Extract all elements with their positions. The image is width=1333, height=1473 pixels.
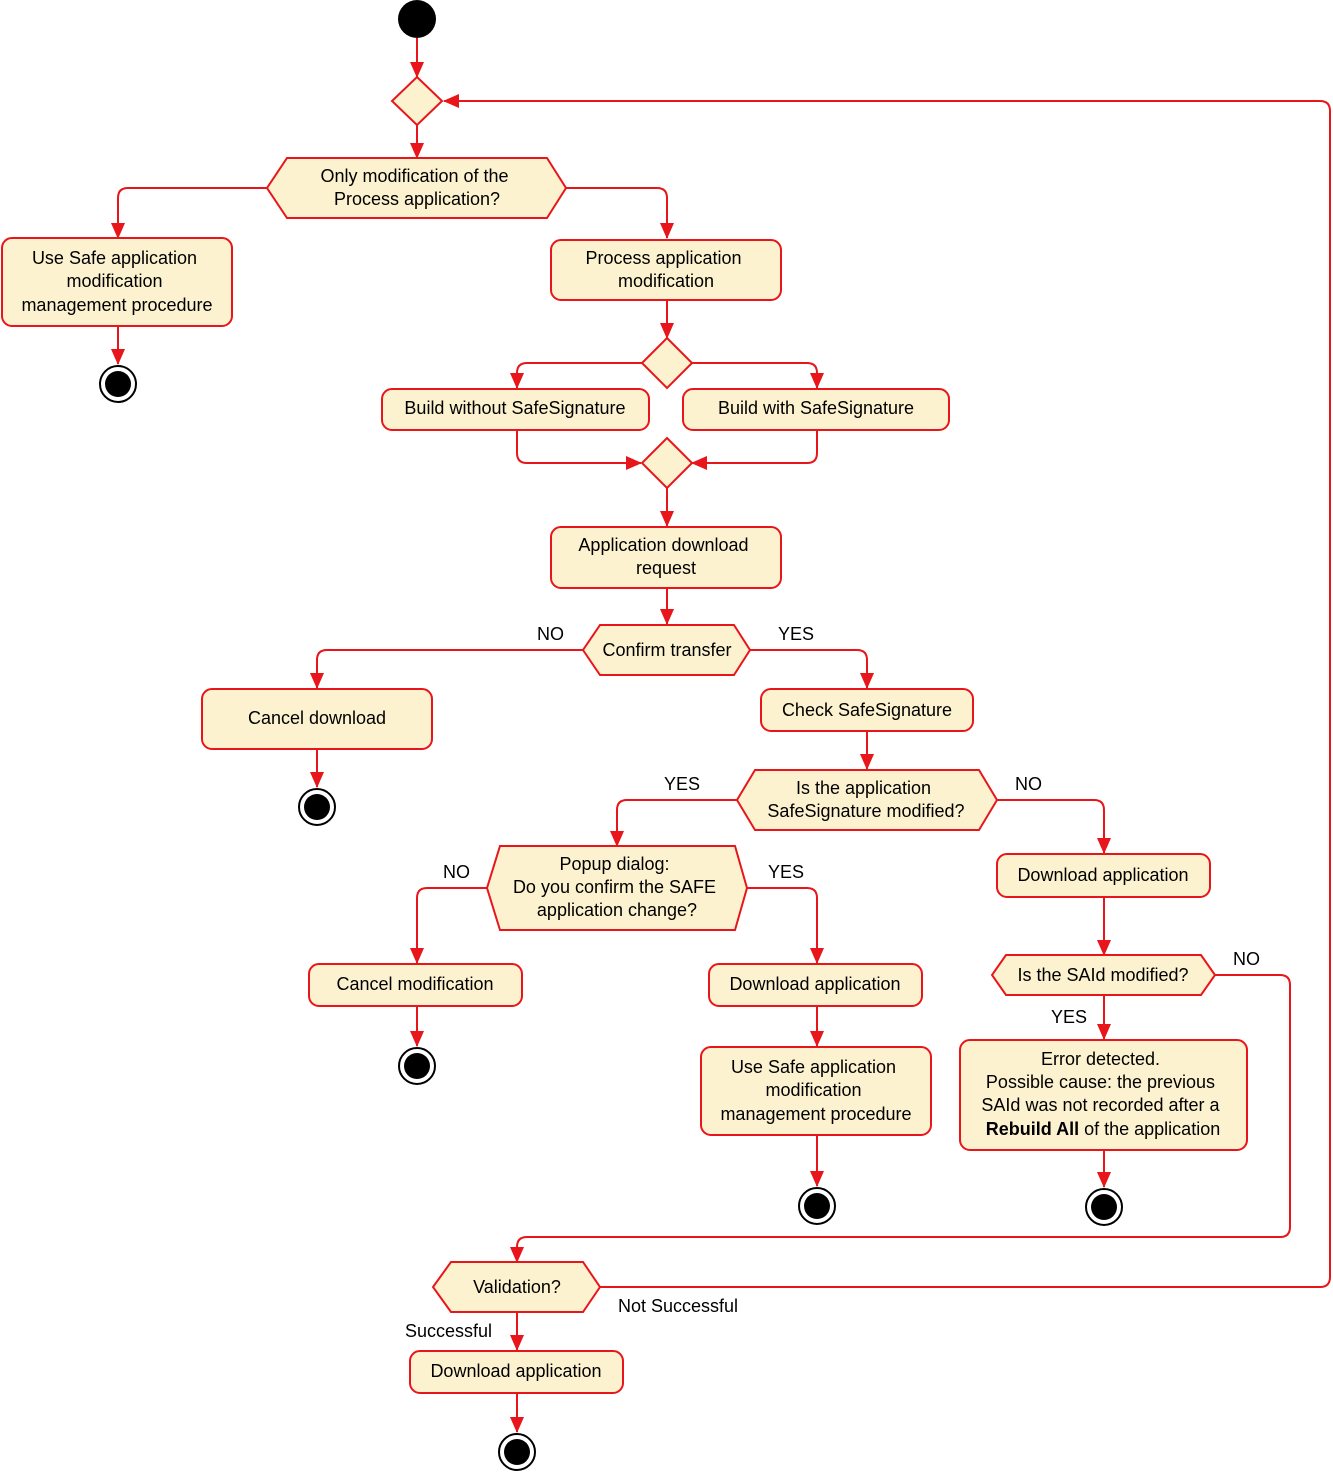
action-build-without — [381, 388, 650, 431]
end-node — [498, 1433, 536, 1471]
start-node — [398, 0, 436, 38]
action-cancel-modification — [308, 963, 523, 1007]
decision-confirm-transfer-text: Confirm transfer — [602, 640, 731, 660]
decision-confirm-transfer — [581, 624, 752, 676]
action-check-signature — [760, 688, 974, 732]
decision-only-process-text: Only modification of the Process applica… — [320, 166, 513, 209]
merge-diamond-build — [640, 436, 694, 490]
label-said-yes: YES — [1051, 1007, 1087, 1027]
edge-said-no — [510, 974, 1291, 1263]
edge-build-without-merge — [516, 430, 642, 470]
action-build-with — [682, 388, 950, 431]
action-error-detected-text: Error detected. Possible cause: the prev… — [981, 1049, 1224, 1139]
edge-sig-no — [997, 799, 1111, 854]
action-download-application-final-text: Download application — [430, 1361, 601, 1381]
label-successful: Successful — [405, 1321, 492, 1341]
action-build-with-text: Build with SafeSignature — [718, 398, 914, 418]
action-download-application-mid — [708, 963, 923, 1007]
action-download-application-right — [996, 853, 1211, 898]
decision-only-process — [265, 157, 568, 219]
edge-popup-no — [410, 887, 498, 964]
edge-sig-yes — [610, 799, 737, 847]
action-download-request-text: Application download request — [578, 535, 753, 578]
action-use-safe-2 — [700, 1046, 932, 1136]
end-node — [298, 788, 336, 826]
decision-said-modified-text: Is the SAId modified? — [1017, 965, 1188, 985]
action-use-safe-2-text: Use Safe application modification manage… — [720, 1057, 911, 1124]
edge-build-with-merge — [691, 430, 818, 470]
action-use-safe-1-text: Use Safe application modification manage… — [21, 248, 212, 315]
label-confirm-no: NO — [537, 624, 564, 644]
label-popup-no: NO — [443, 862, 470, 882]
decision-validation-text: Validation? — [473, 1277, 561, 1297]
end-node — [798, 1187, 836, 1225]
end-node — [1085, 1188, 1123, 1226]
action-download-application-mid-text: Download application — [729, 974, 900, 994]
edge-to-process-mod — [566, 187, 674, 239]
label-popup-yes: YES — [768, 862, 804, 882]
merge-diamond-top — [390, 75, 444, 127]
edge-popup-yes — [737, 887, 824, 964]
label-signature-yes: YES — [664, 774, 700, 794]
end-node — [398, 1047, 436, 1085]
edge-confirm-no — [310, 649, 583, 689]
decision-signature-modified — [735, 769, 999, 831]
edge-to-build-without — [510, 362, 642, 389]
edges — [111, 38, 1331, 1433]
action-cancel-download — [201, 688, 433, 750]
fork-diamond-build — [640, 336, 694, 390]
decision-validation — [431, 1261, 602, 1313]
label-not-successful: Not Successful — [618, 1296, 738, 1316]
label-confirm-yes: YES — [778, 624, 814, 644]
label-signature-no: NO — [1015, 774, 1042, 794]
action-download-request — [550, 526, 782, 589]
decision-popup-dialog-text: Popup dialog: Do you confirm the SAFE ap… — [513, 854, 721, 920]
action-download-application-final — [409, 1350, 624, 1394]
decision-signature-modified-text: Is the application SafeSignature modifie… — [767, 778, 964, 821]
edge-to-build-with — [692, 362, 824, 389]
decision-said-modified — [990, 954, 1217, 996]
action-cancel-download-text: Cancel download — [248, 708, 386, 728]
edge-confirm-yes — [750, 649, 874, 689]
edge-validation-not-successful — [443, 94, 1331, 1288]
action-build-without-text: Build without SafeSignature — [404, 398, 625, 418]
action-process-modification — [550, 239, 782, 301]
action-check-signature-text: Check SafeSignature — [782, 700, 952, 720]
action-error-detected — [959, 1039, 1248, 1151]
action-download-application-right-text: Download application — [1017, 865, 1188, 885]
edge-to-use-safe-1 — [111, 187, 267, 239]
label-said-no: NO — [1233, 949, 1260, 969]
action-use-safe-1 — [1, 237, 233, 327]
decision-popup-dialog — [485, 845, 749, 931]
action-process-modification-text: Process application modification — [585, 248, 746, 291]
end-node — [99, 365, 137, 403]
action-cancel-modification-text: Cancel modification — [336, 974, 493, 994]
